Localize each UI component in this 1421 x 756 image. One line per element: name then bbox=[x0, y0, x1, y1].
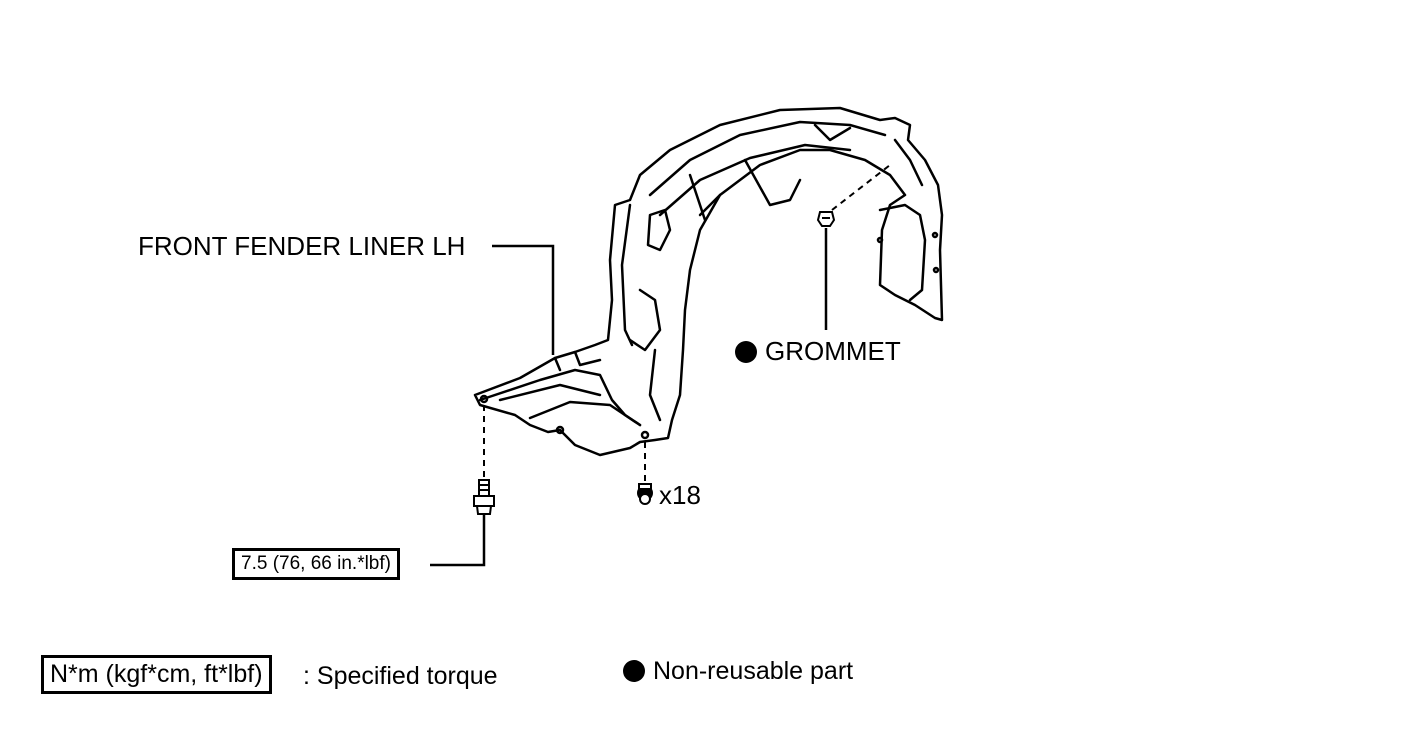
filled-circle-icon bbox=[623, 660, 645, 682]
bolt-icon bbox=[473, 479, 495, 515]
legend-non-reusable-text: Non-reusable part bbox=[653, 657, 854, 685]
legend-torque-unit: N*m (kgf*cm, ft*lbf) bbox=[50, 660, 263, 688]
clip-icon bbox=[637, 483, 653, 505]
legend-non-reusable: Non-reusable part bbox=[623, 657, 853, 686]
clip-count-label: x18 bbox=[659, 480, 701, 510]
torque-spec-box: 7.5 (76, 66 in.*lbf) bbox=[232, 548, 400, 580]
torque-leader-line bbox=[430, 515, 486, 567]
grommet-label: GROMMET bbox=[735, 336, 901, 367]
grommet-text: GROMMET bbox=[765, 336, 901, 366]
liner-leader-line bbox=[492, 244, 555, 355]
grommet-guide-line bbox=[831, 164, 891, 211]
fender-liner-part bbox=[473, 106, 944, 457]
grommet-icon bbox=[816, 211, 836, 227]
torque-spec-value: 7.5 (76, 66 in.*lbf) bbox=[241, 553, 391, 574]
legend-torque-unit-box: N*m (kgf*cm, ft*lbf) bbox=[41, 655, 272, 694]
front-fender-liner-label: FRONT FENDER LINER LH bbox=[138, 231, 466, 261]
non-reusable-dot-icon bbox=[735, 341, 757, 363]
legend-torque-description: : Specified torque bbox=[303, 662, 498, 690]
